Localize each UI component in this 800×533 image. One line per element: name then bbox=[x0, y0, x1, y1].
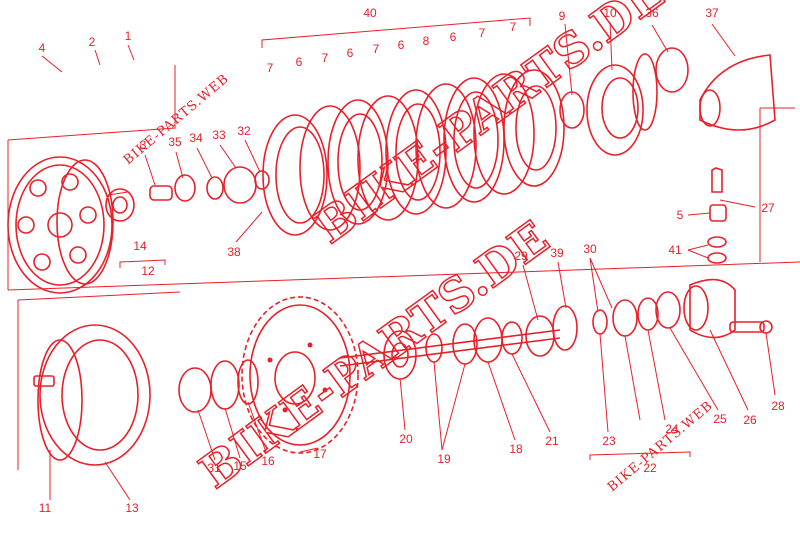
callout-28: 28 bbox=[771, 399, 785, 413]
callout-40: 40 bbox=[363, 6, 377, 20]
callout-31: 31 bbox=[207, 461, 221, 475]
callout-7: 7 bbox=[373, 42, 380, 56]
callout-36: 36 bbox=[645, 6, 659, 20]
callout-41: 41 bbox=[668, 243, 682, 257]
callout-14: 14 bbox=[133, 239, 147, 253]
callout-3: 3 bbox=[140, 138, 147, 152]
callout-27: 27 bbox=[761, 201, 775, 215]
callout-5: 5 bbox=[677, 208, 684, 222]
callout-32: 32 bbox=[237, 124, 251, 138]
callout-17: 17 bbox=[313, 447, 327, 461]
callout-8: 8 bbox=[423, 34, 430, 48]
callout-7: 7 bbox=[479, 26, 486, 40]
watermark-main-text-2: BIKE-PARTS.DE bbox=[305, 0, 674, 254]
callout-20: 20 bbox=[399, 432, 413, 446]
piston-seals bbox=[592, 291, 681, 337]
callout-35: 35 bbox=[168, 135, 182, 149]
callout-6: 6 bbox=[347, 46, 354, 60]
callout-38: 38 bbox=[227, 245, 241, 259]
callout-21: 21 bbox=[545, 434, 559, 448]
callout-9: 9 bbox=[559, 9, 566, 23]
callout-6: 6 bbox=[450, 30, 457, 44]
callout-7: 7 bbox=[322, 51, 329, 65]
watermark-main-text: BIKE-PARTS.DE bbox=[190, 210, 559, 499]
callout-6: 6 bbox=[296, 55, 303, 69]
pushrod-shaft bbox=[339, 305, 578, 367]
callout-37: 37 bbox=[705, 6, 719, 20]
slave-cylinder bbox=[683, 278, 773, 339]
clutch-hub bbox=[559, 47, 689, 156]
bleed-fittings bbox=[707, 167, 727, 264]
callout-22: 22 bbox=[643, 461, 657, 475]
callout-23: 23 bbox=[602, 434, 616, 448]
clutch-plate-stack bbox=[262, 69, 565, 236]
callout-34: 34 bbox=[189, 131, 203, 145]
frame-lines bbox=[7, 17, 800, 470]
pushrod-assembly bbox=[149, 166, 270, 204]
callout-33: 33 bbox=[212, 128, 226, 142]
watermark-small-text-2: BIKE-PARTS.WEB bbox=[605, 398, 716, 495]
callout-26: 26 bbox=[743, 413, 757, 427]
callout-4: 4 bbox=[39, 41, 46, 55]
callout-30: 30 bbox=[583, 242, 597, 256]
callout-24: 24 bbox=[665, 422, 679, 436]
callout-6: 6 bbox=[398, 38, 405, 52]
callout-15: 15 bbox=[233, 459, 247, 473]
clutch-cover-37 bbox=[699, 54, 776, 131]
callout-12: 12 bbox=[141, 264, 155, 278]
callout-2: 2 bbox=[89, 35, 96, 49]
callout-29: 29 bbox=[514, 249, 528, 263]
callout-labels: 40 4 2 1 7 6 7 6 7 6 8 6 7 7 9 10 36 37 … bbox=[39, 6, 785, 515]
watermark-main: BIKE-PARTS.DE BIKE-PARTS.DE bbox=[189, 0, 674, 500]
callout-18: 18 bbox=[509, 442, 523, 456]
callout-7: 7 bbox=[267, 61, 274, 75]
primary-gear bbox=[241, 296, 359, 454]
pressure-plate bbox=[7, 156, 114, 294]
callout-25: 25 bbox=[713, 412, 727, 426]
clutch-basket bbox=[33, 324, 151, 466]
callout-10: 10 bbox=[603, 6, 617, 20]
callout-1: 1 bbox=[125, 29, 132, 43]
bearing-14 bbox=[105, 188, 135, 222]
callout-13: 13 bbox=[125, 501, 139, 515]
callout-39: 39 bbox=[550, 246, 564, 260]
callout-16: 16 bbox=[261, 454, 275, 468]
callout-19: 19 bbox=[437, 452, 451, 466]
callout-7: 7 bbox=[510, 20, 517, 34]
spacer-rings bbox=[178, 359, 259, 413]
leader-lines bbox=[41, 21, 776, 501]
callout-11: 11 bbox=[39, 501, 52, 515]
